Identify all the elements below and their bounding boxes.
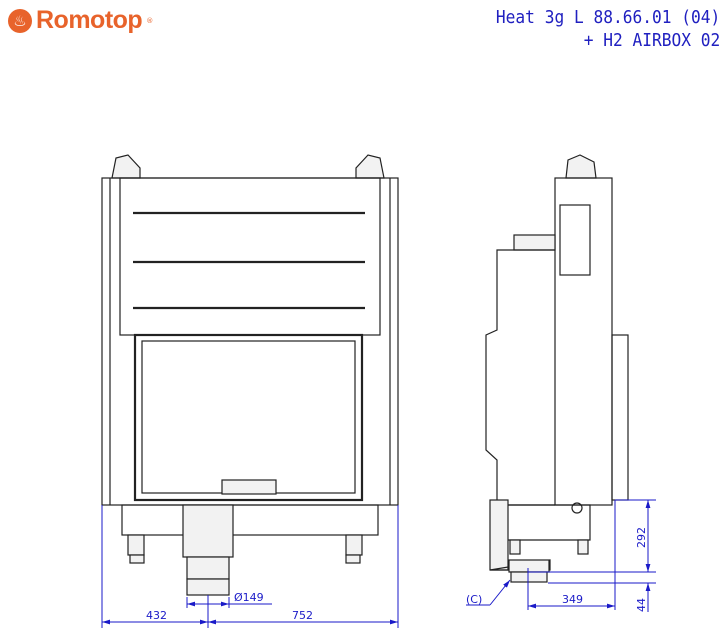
lifting-handle-right: [355, 154, 385, 179]
drawing-title: Heat 3g L 88.66.01 (04) + H2 AIRBOX 02: [496, 6, 720, 52]
airbox: [182, 504, 234, 558]
air-outlet: [186, 578, 230, 596]
top-panel: [119, 177, 381, 336]
side-dimensions: [466, 499, 656, 612]
brand-name: Romotop: [36, 6, 143, 34]
dimension-432: 432: [146, 609, 167, 622]
lifting-handle-left: [111, 154, 141, 179]
dimension-752: 752: [292, 609, 313, 622]
firebox-glass: [141, 340, 356, 494]
title-line-1: Heat 3g L 88.66.01 (04): [495, 7, 720, 28]
door-handle: [221, 479, 277, 495]
side-view: [485, 154, 629, 583]
dimension-diameter-149: Ø149: [234, 591, 264, 604]
title-line-2: + H2 AIRBOX 02: [583, 30, 720, 51]
front-dimensions: [101, 505, 399, 628]
lifting-handle-side: [565, 154, 597, 179]
dimension-44: 44: [635, 598, 648, 612]
dimension-292: 292: [635, 527, 648, 548]
front-view: [101, 154, 399, 596]
romotop-logo: ♨ Romotop ®: [8, 6, 153, 35]
firebox-frame: [133, 333, 364, 502]
base: [121, 504, 379, 536]
flame-icon: ♨: [8, 8, 32, 33]
connection-label-c: (C): [466, 593, 482, 606]
dimension-349: 349: [562, 593, 583, 606]
registered-mark: ®: [146, 16, 154, 25]
